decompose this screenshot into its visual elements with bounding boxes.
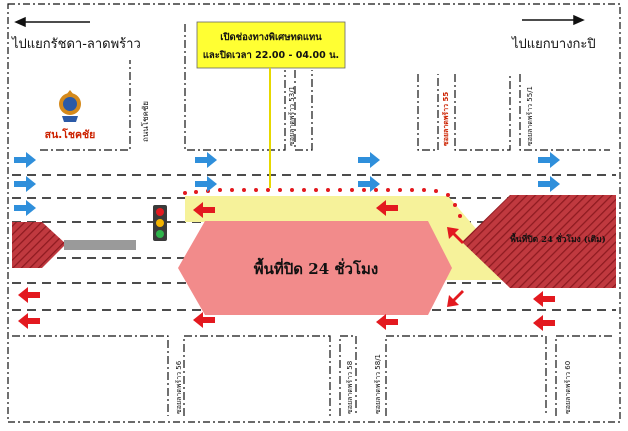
left-closed-hatched-area <box>12 222 66 268</box>
road-chokchai-label: ถนนโชคชัย <box>140 101 150 142</box>
main-closed-area <box>178 221 452 315</box>
map-border <box>7 3 621 423</box>
arrow-left-icon <box>193 202 215 218</box>
to-left-label: ไปแยกรัชดา-ลาดพร้าว <box>11 36 141 52</box>
arrow-right-icon <box>195 152 217 168</box>
arrow-right-icon <box>573 14 585 26</box>
right-closed-hatched-area <box>462 195 616 288</box>
red-arrows <box>18 200 555 331</box>
blue-arrows <box>14 152 560 216</box>
arrow-right-icon <box>358 152 380 168</box>
closed-right-label: พื้นที่ปิด 24 ชั่วโมง (เดิม) <box>510 232 606 245</box>
soi-53-1-label: ซอยลาดพร้าว 53/1 <box>288 86 296 146</box>
arrow-right-icon <box>195 176 217 192</box>
notice-line1: เปิดช่องทางพิเศษทดแทน <box>220 31 322 43</box>
soi-55-label: ซอยลาดพร้าว 55 <box>441 92 450 146</box>
arrow-left-icon <box>18 313 40 329</box>
direction-indicators <box>14 14 585 28</box>
arrow-right-icon <box>358 176 380 192</box>
notice-box <box>196 21 346 69</box>
arrow-right-icon <box>538 176 560 192</box>
arrow-left-icon <box>533 291 555 307</box>
arrow-left-icon <box>376 200 398 216</box>
soi-58-1-label: ซอยลาดพร้าว 58/1 <box>374 354 382 414</box>
station-name: สน.โชคชัย <box>45 128 96 141</box>
to-right-label: ไปแยกบางกะปิ <box>511 36 596 52</box>
top-blocks <box>40 24 610 151</box>
grey-barrier <box>64 240 136 250</box>
arrow-left-icon <box>376 314 398 330</box>
soi-56-label: ซอยลาดพร้าว 56 <box>175 360 183 414</box>
arrow-left-icon <box>18 287 40 303</box>
arrow-left-icon <box>533 315 555 331</box>
notice-line2: และปิดเวลา 22.00 - 04.00 น. <box>203 49 339 61</box>
arrow-right-icon <box>14 176 36 192</box>
soi-60-label: ซอยลาดพร้าว 60 <box>564 361 572 414</box>
soi-58-label: ซอยลาดพร้าว 58 <box>346 361 354 414</box>
arrow-left-icon <box>193 312 215 328</box>
soi-55-1-label: ซอยลาดพร้าว 55/1 <box>526 86 534 146</box>
traffic-light-icon <box>153 205 167 241</box>
arrow-right-icon <box>538 152 560 168</box>
bottom-blocks <box>12 335 614 416</box>
closed-main-label: พื้นที่ปิด 24 ชั่วโมง <box>254 257 378 278</box>
arrow-diagonal-icon <box>447 227 464 244</box>
police-emblem-icon <box>59 90 81 122</box>
arrow-right-icon <box>14 152 36 168</box>
arrow-left-icon <box>14 16 26 28</box>
arrow-right-icon <box>14 200 36 216</box>
arrow-diagonal-icon <box>447 290 464 307</box>
